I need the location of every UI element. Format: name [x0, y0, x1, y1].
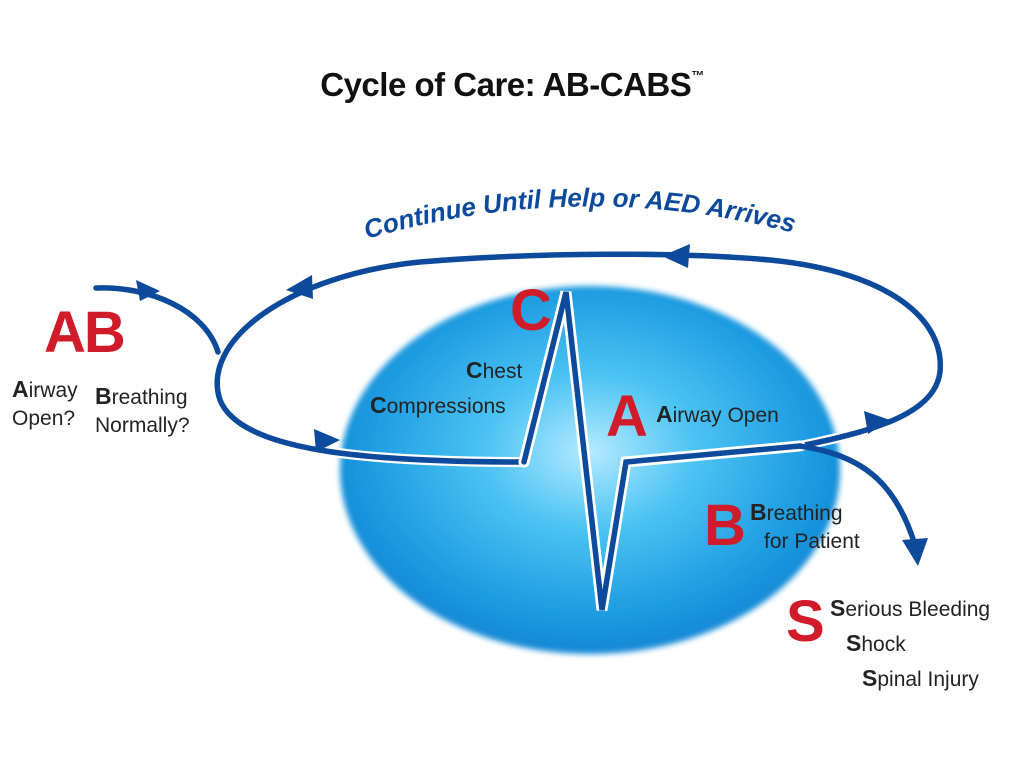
- s-letter: S: [786, 589, 825, 654]
- chest-compressions-line1: Chest: [466, 356, 522, 386]
- breathing-line2: Normally?: [95, 414, 190, 437]
- chest-text: hest: [482, 360, 523, 383]
- compressions-initial: C: [370, 392, 387, 418]
- chest-compressions-line2: Compressions: [370, 391, 506, 421]
- arrowhead-top-left: [286, 275, 313, 299]
- entry-path-line: [93, 285, 221, 355]
- cycle-loop-line: [214, 251, 943, 465]
- arrowhead-lower-left: [314, 429, 340, 452]
- spinal-text: pinal Injury: [877, 668, 979, 691]
- b-letter: B: [704, 493, 746, 558]
- arrowhead-entry: [136, 280, 160, 301]
- a-letter: A: [606, 384, 648, 449]
- arrowhead-right-side: [864, 411, 890, 434]
- airway-initial: A: [12, 376, 29, 402]
- ab-letters: AB: [44, 300, 126, 365]
- breathing-patient-line1: reathing: [766, 502, 843, 525]
- breathing-patient-initial: B: [750, 499, 767, 525]
- c-letter: C: [510, 278, 552, 343]
- serious-initial: S: [830, 595, 846, 621]
- breathing-for-patient-label: Breathing for Patient: [750, 498, 860, 556]
- title-text: Cycle of Care: AB-CABS: [320, 66, 692, 103]
- airway-question: Airway Open?: [12, 375, 78, 433]
- shock-label: Shock: [846, 629, 906, 659]
- exit-path-line: [797, 443, 918, 548]
- chest-initial: C: [466, 357, 483, 383]
- breathing-patient-line2: for Patient: [764, 530, 860, 553]
- airway-line1: irway: [28, 379, 78, 402]
- shock-text: hock: [861, 633, 906, 656]
- shock-initial: S: [846, 630, 862, 656]
- airway-open-label: Airway Open: [656, 400, 779, 430]
- breathing-question: Breathing Normally?: [95, 382, 190, 440]
- arrowhead-top-right: [662, 244, 690, 268]
- diagram-title: Cycle of Care: AB-CABS™: [0, 66, 1024, 104]
- loop-label: Continue Until Help or AED Arrives: [360, 182, 799, 244]
- airway-open-text: irway Open: [672, 404, 779, 427]
- serious-text: erious Bleeding: [845, 598, 991, 621]
- serious-bleeding-label: Serious Bleeding: [830, 594, 990, 624]
- airway-open-initial: A: [656, 401, 673, 427]
- spinal-initial: S: [862, 665, 878, 691]
- breathing-initial: B: [95, 383, 112, 409]
- ecg-trace-line: [521, 291, 803, 611]
- compressions-text: ompressions: [386, 395, 506, 418]
- airway-line2: Open?: [12, 407, 76, 430]
- loop-label-text: Continue Until Help or AED Arrives: [360, 182, 799, 244]
- spinal-injury-label: Spinal Injury: [862, 664, 979, 694]
- breathing-line1: reathing: [111, 386, 188, 409]
- arrowhead-exit: [902, 538, 928, 566]
- trademark-mark: ™: [691, 68, 704, 83]
